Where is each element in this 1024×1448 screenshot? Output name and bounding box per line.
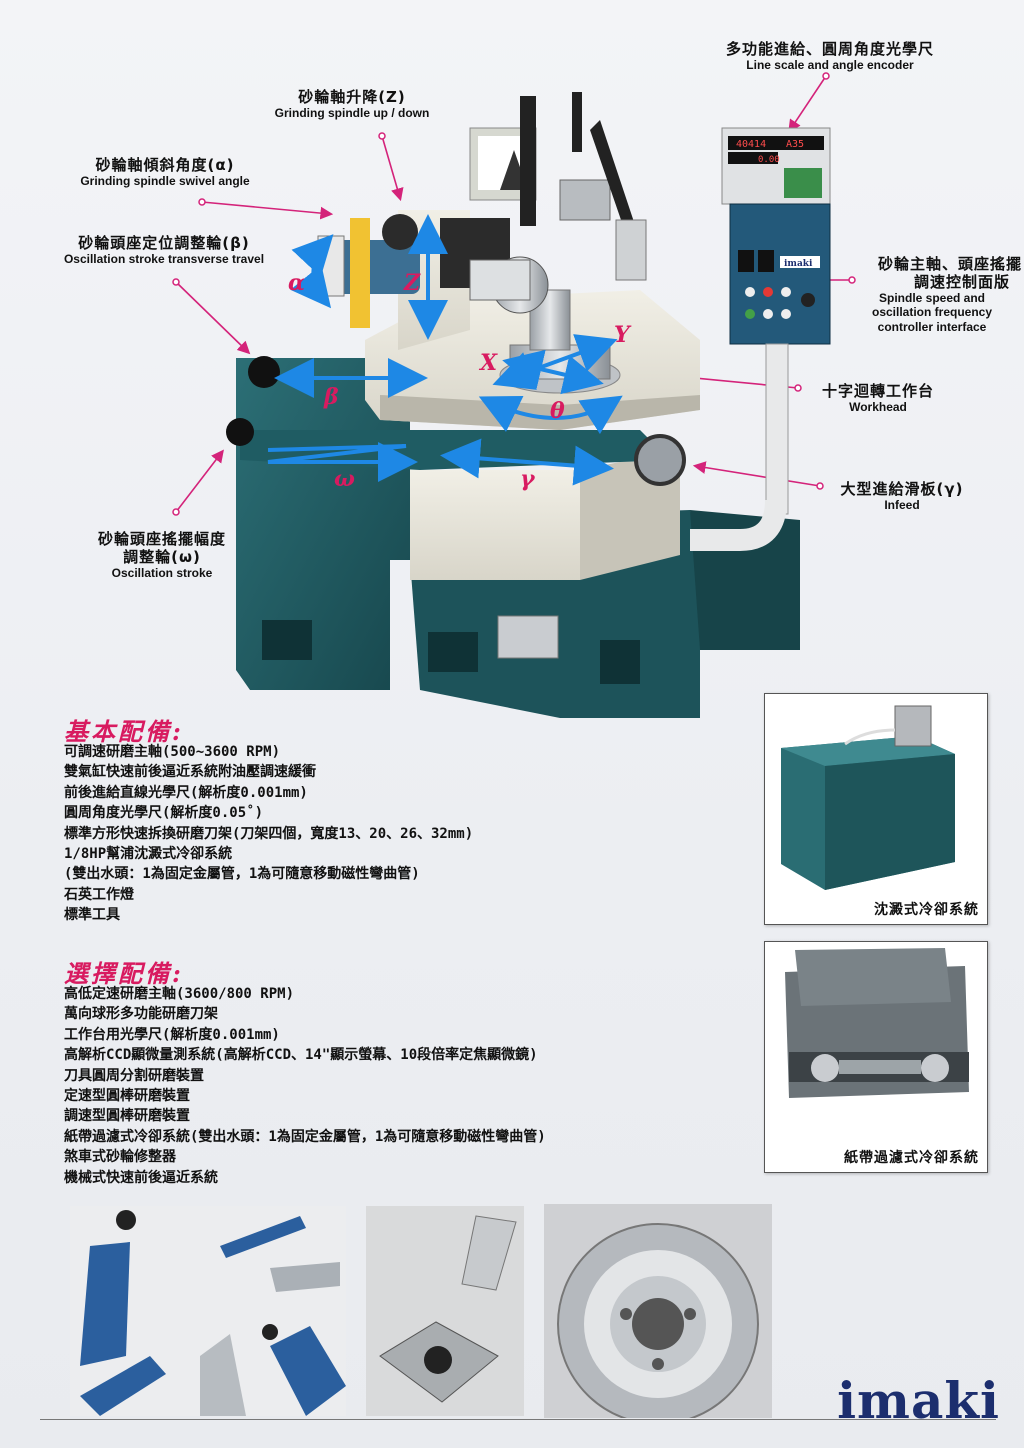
optional-item: 刀具圓周分割研磨裝置 xyxy=(64,1067,204,1084)
callout-oscillation-en: Oscillation stroke xyxy=(111,566,213,580)
grinding-wheel-photo xyxy=(544,1204,772,1418)
panel-display-3: 0.00 xyxy=(758,155,780,165)
standard-item: (雙出水頭：1為固定金屬管，1為可隨意移動磁性彎曲管) xyxy=(64,866,420,883)
optional-item: 煞車式砂輪修整器 xyxy=(64,1149,176,1166)
callout-infeed-en: Infeed xyxy=(884,498,920,512)
standard-item: 標準方形快速拆換研磨刀架(刀架四個，寬度13、20、26、32mm) xyxy=(64,825,474,842)
tool-bits-photo xyxy=(70,1206,346,1416)
callout-spindle-updown: 砂輪軸升降(Z) Grinding spindle up / down xyxy=(232,88,472,120)
callout-controller-en2: oscillation frequency xyxy=(871,305,993,320)
axis-label-x: X xyxy=(478,350,498,376)
callout-encoder-en: Line scale and angle encoder xyxy=(746,58,914,72)
callout-controller-zh2: 調速控制面版 xyxy=(913,273,1010,291)
callout-infeed: 大型進給滑板(γ) Infeed xyxy=(826,480,978,512)
settling-caption: 沈澱式冷卻系統 xyxy=(874,902,979,918)
callout-swivel-zh: 砂輪軸傾斜角度(α) xyxy=(95,156,235,174)
leader-swivel xyxy=(201,201,334,220)
control-panel: 40414 A35 0.00 imaki xyxy=(690,127,831,551)
optional-list: 高低定速研磨主軸(3600/800 RPM) 萬向球形多功能研磨刀架 工作台用光… xyxy=(64,984,546,1188)
axis-label-alpha: α xyxy=(288,270,305,296)
axis-label-beta: β xyxy=(323,384,339,410)
callout-transverse-zh: 砂輪頭座定位調整輪(β) xyxy=(78,234,250,252)
leader-infeed xyxy=(692,461,821,487)
ccd-monitor xyxy=(469,92,647,281)
callout-workhead-zh: 十字迴轉工作台 xyxy=(821,382,934,400)
leader-oscillation xyxy=(175,449,224,513)
standard-item: 1/8HP幫浦沈澱式冷卻系統 xyxy=(64,846,233,863)
callout-oscillation-zh2: 調整輪(ω) xyxy=(123,548,201,566)
handwheel-infeed xyxy=(634,434,686,486)
callout-controller: 砂輪主軸、頭座搖擺 調速控制面版 Spindle speed and oscil… xyxy=(842,255,1022,334)
optional-item: 高低定速研磨主軸(3600/800 RPM) xyxy=(64,986,295,1002)
optional-item: 紙帶過濾式冷卻系統(雙出水頭：1為固定金屬管，1為可隨意移動磁性彎曲管) xyxy=(64,1128,546,1145)
axis-label-theta: θ xyxy=(550,398,565,424)
callout-oscillation: 砂輪頭座搖擺幅度 調整輪(ω) Oscillation stroke xyxy=(62,530,262,580)
motion-arrows xyxy=(267,214,623,486)
settling-tank-image xyxy=(781,705,955,890)
settling-coolant-photo: 沈澱式冷卻系統 xyxy=(764,693,988,925)
standard-item: 雙氣缸快速前後逼近系統附油壓調速緩衝 xyxy=(64,764,316,781)
footer-divider xyxy=(40,1419,996,1420)
brand-logo: imaki xyxy=(837,1371,1000,1430)
callout-controller-zh1: 砂輪主軸、頭座搖擺 xyxy=(877,255,1022,273)
optional-item: 工作台用光學尺(解析度0.001mm) xyxy=(64,1026,280,1043)
callout-oscillation-zh1: 砂輪頭座搖擺幅度 xyxy=(97,530,226,548)
standard-item: 圓周角度光學尺(解析度0.05˚) xyxy=(64,805,264,822)
callout-spindle-updown-zh: 砂輪軸升降(Z) xyxy=(298,88,406,106)
optional-item: 高解析CCD顯微量測系統(高解析CCD、14"顯示螢幕、10段倍率定焦顯微鏡) xyxy=(64,1047,538,1064)
axis-label-omega: ω xyxy=(334,466,355,492)
callout-infeed-zh: 大型進給滑板(γ) xyxy=(840,480,964,498)
standard-item: 前後進給直線光學尺(解析度0.001mm) xyxy=(64,784,308,801)
callout-workhead-en: Workhead xyxy=(849,400,907,414)
standard-item: 石英工作燈 xyxy=(64,886,134,903)
callout-spindle-updown-en: Grinding spindle up / down xyxy=(274,106,430,120)
panel-brand: imaki xyxy=(784,259,813,269)
paper-filter-photo: 紙帶過濾式冷卻系統 xyxy=(764,941,988,1173)
panel-display-1: 40414 xyxy=(736,139,766,150)
paper-filter-image xyxy=(785,948,969,1098)
optional-item: 調速型圓棒研磨裝置 xyxy=(64,1108,190,1125)
paper-caption: 紙帶過濾式冷卻系統 xyxy=(844,1150,979,1166)
callout-swivel-en: Grinding spindle swivel angle xyxy=(80,174,250,188)
optional-title: 選擇配備: xyxy=(64,959,184,988)
tool-bits-image xyxy=(80,1210,346,1416)
callout-encoder-zh: 多功能進給、圓周角度光學尺 xyxy=(725,40,934,58)
grinding-wheel-image xyxy=(557,1223,759,1418)
handwheel-transverse xyxy=(248,356,280,388)
standard-item: 標準工具 xyxy=(64,907,120,924)
callout-workhead: 十字迴轉工作台 Workhead xyxy=(808,382,948,414)
leader-spindle-updown xyxy=(381,135,404,202)
leader-transverse xyxy=(175,281,251,355)
leader-encoder xyxy=(788,75,827,133)
insert-photo xyxy=(366,1206,524,1416)
callout-transverse: 砂輪頭座定位調整輪(β) Oscillation stroke transver… xyxy=(44,234,284,266)
standard-list: 可調速研磨主軸(500~3600 RPM) 雙氣缸快速前後逼近系統附油壓調速緩衝… xyxy=(64,742,473,926)
axis-label-y: Y xyxy=(614,322,632,348)
axis-label-z: Z xyxy=(403,270,421,296)
machine-illustration: 40414 A35 0.00 imaki α Z β X Y θ ω γ xyxy=(226,92,831,718)
panel-display-2: A35 xyxy=(786,139,804,150)
standard-title: 基本配備: xyxy=(64,717,184,746)
insert-image xyxy=(379,1215,517,1403)
callout-transverse-en: Oscillation stroke transverse travel xyxy=(63,252,265,266)
callout-controller-en1: Spindle speed and xyxy=(878,291,986,305)
callout-swivel: 砂輪軸傾斜角度(α) Grinding spindle swivel angle xyxy=(50,156,280,188)
axis-label-gamma: γ xyxy=(520,466,536,492)
callout-controller-en3: controller interface xyxy=(877,319,987,334)
handwheel-oscillation xyxy=(226,418,254,446)
standard-item: 可調速研磨主軸(500~3600 RPM) xyxy=(64,744,281,760)
callout-encoder: 多功能進給、圓周角度光學尺 Line scale and angle encod… xyxy=(680,40,980,72)
optional-item: 萬向球形多功能研磨刀架 xyxy=(64,1006,218,1023)
optional-item: 定速型圓棒研磨裝置 xyxy=(64,1088,190,1105)
optional-item: 機械式快速前後逼近系統 xyxy=(64,1169,218,1186)
